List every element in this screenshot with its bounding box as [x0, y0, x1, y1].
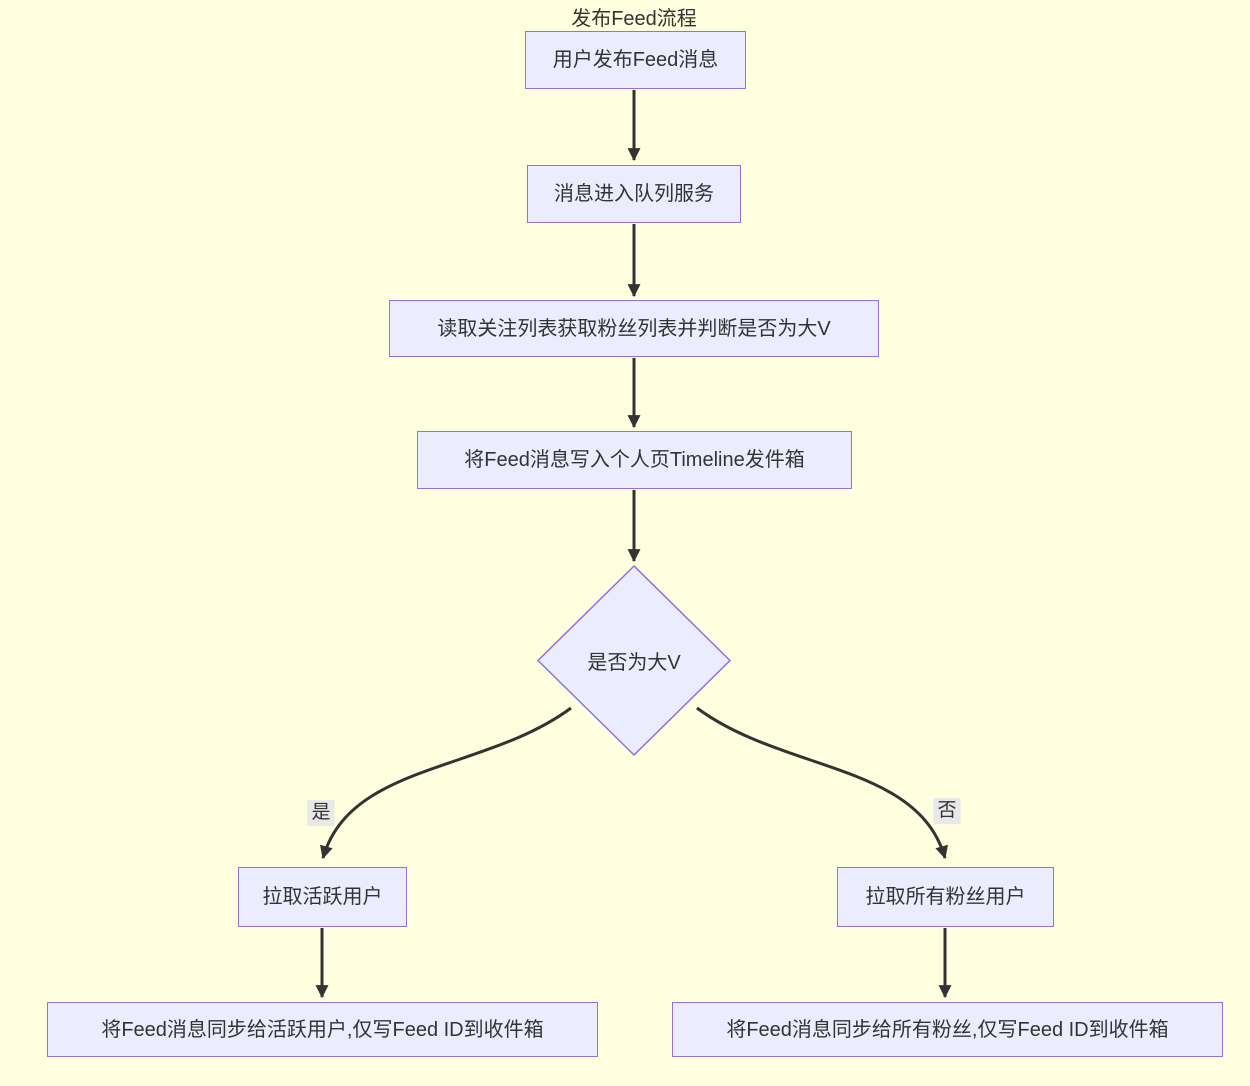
flow-node-pull-active: 拉取活跃用户	[238, 867, 407, 927]
edge-decision-pullactive	[320, 706, 572, 860]
decision-node-label: 是否为大V	[587, 651, 681, 674]
diagram-title: 发布Feed流程	[571, 8, 697, 30]
edge-label-yes: 是	[307, 800, 335, 826]
flow-node-read-follow: 读取关注列表获取粉丝列表并判断是否为大V	[389, 300, 879, 357]
flow-node-pull-all: 拉取所有粉丝用户	[837, 867, 1054, 927]
decision-diamond	[536, 564, 732, 757]
flow-node-publish: 用户发布Feed消息	[525, 31, 746, 89]
edge-label-no: 否	[933, 798, 961, 824]
flow-node-sync-active: 将Feed消息同步给活跃用户,仅写Feed ID到收件箱	[47, 1002, 598, 1057]
flow-node-write-timeline: 将Feed消息写入个人页Timeline发件箱	[417, 431, 852, 489]
flow-node-sync-all: 将Feed消息同步给所有粉丝,仅写Feed ID到收件箱	[672, 1002, 1223, 1057]
edge-decision-pullall	[696, 706, 948, 860]
flow-node-queue: 消息进入队列服务	[527, 165, 741, 223]
